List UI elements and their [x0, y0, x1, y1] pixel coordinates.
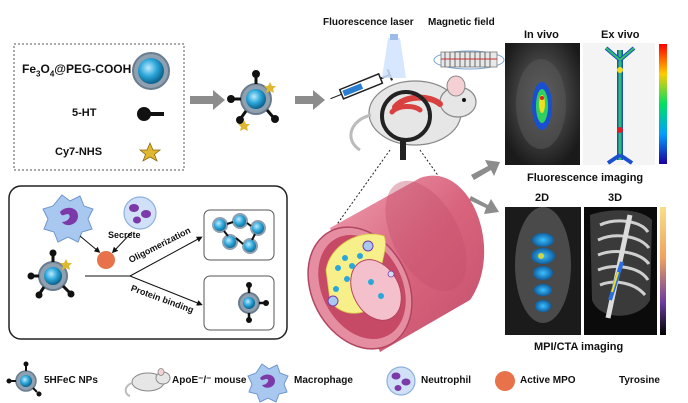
legend-np-icon	[6, 361, 42, 397]
legend-macrophage-label: Macrophage	[294, 375, 353, 386]
serotonin-label: 5-HT	[72, 107, 97, 119]
legend-mouse-icon	[124, 368, 171, 397]
components-box	[13, 43, 185, 171]
mechanism-box	[8, 185, 288, 340]
cy7-label: Cy7-NHS	[55, 146, 103, 158]
arrow-injection	[295, 90, 325, 110]
magnifier-icon	[380, 90, 432, 160]
legend-tyrosine-label: Tyrosine	[619, 375, 660, 386]
ex-vivo-image	[583, 43, 655, 165]
secrete-label: Secrete	[108, 230, 141, 240]
secrete-arrow-left	[79, 235, 101, 253]
in-vivo-label: In vivo	[524, 29, 559, 41]
in-vivo-image	[505, 43, 580, 165]
magnetic-coil-icon	[433, 50, 505, 70]
serotonin-icon	[137, 107, 164, 121]
2d-label: 2D	[535, 192, 550, 204]
arrow-synthesis	[190, 90, 225, 110]
ex-vivo-label: Ex vivo	[601, 29, 640, 41]
legend-mouse-label: ApoE⁻/⁻ mouse	[172, 375, 247, 386]
legend-mpo-label: Active MPO	[520, 375, 576, 386]
legend-macrophage-icon	[247, 363, 289, 403]
blood-vessel	[307, 175, 485, 352]
nanoparticle-conjugate-icon	[227, 70, 279, 131]
legend-mpo-icon	[495, 371, 515, 391]
cta-3d-image	[584, 207, 657, 335]
mpo-dot	[97, 251, 115, 269]
box-nanoparticle-icon	[27, 249, 75, 299]
mpi-scale-bar	[660, 207, 666, 335]
legend-neutrophil-label: Neutrophil	[421, 375, 471, 386]
fe3o4-label: Fe3O4@PEG-COOH	[22, 62, 132, 79]
mpi-2d-image	[505, 207, 581, 335]
fluorescence-scale-bar	[659, 44, 667, 164]
legend-np-label: 5HFeC NPs	[44, 375, 98, 386]
legend-neutrophil-icon	[386, 366, 416, 396]
protein-binding-arrow	[129, 275, 203, 306]
arrow-to-fluorescence	[471, 160, 500, 180]
oligomer-box	[203, 209, 275, 261]
protein-binding-box	[203, 275, 275, 331]
arrow-to-mpi	[469, 196, 499, 214]
cy7-star-icon	[138, 141, 162, 162]
macrophage-cell	[42, 194, 94, 243]
fluorescence-imaging-label: Fluorescence imaging	[527, 172, 644, 184]
3d-label: 3D	[608, 192, 623, 204]
fluorescence-laser-label: Fluorescence laser	[323, 17, 414, 28]
neutrophil-cell	[123, 196, 157, 230]
oligomer-cluster-icon	[212, 213, 266, 254]
secrete-arrow-right	[111, 231, 133, 254]
tyrosine-bound-np-icon	[217, 282, 269, 323]
mpi-cta-label: MPI/CTA imaging	[534, 341, 624, 353]
fe3o4-particle-icon	[132, 52, 170, 90]
magnetic-field-label: Magnetic field	[428, 17, 495, 28]
laser-icon	[382, 34, 406, 78]
oligomerization-arrow	[129, 236, 203, 277]
legend-tyrosine-icon	[594, 371, 604, 391]
